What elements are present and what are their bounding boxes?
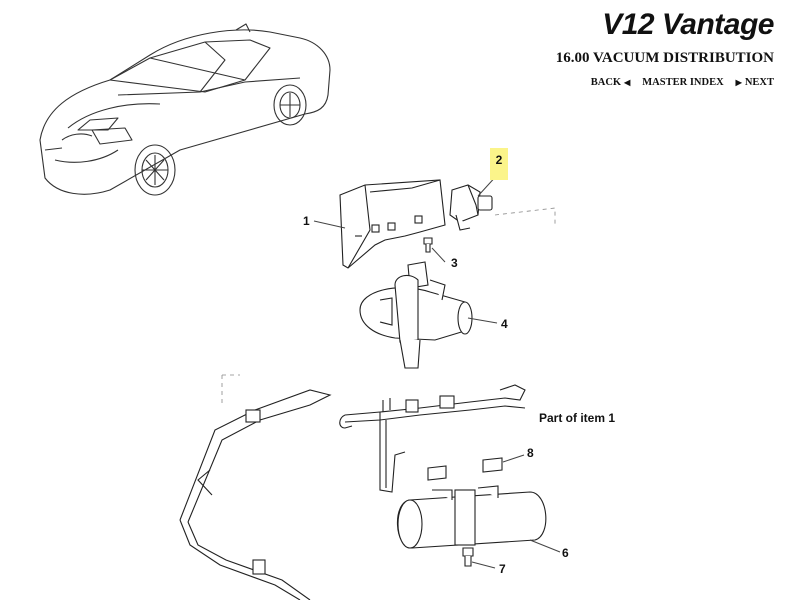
- back-link[interactable]: BACK ◀: [591, 77, 631, 88]
- screw-part: [423, 237, 433, 253]
- page-title: 16.00 VACUUM DISTRIBUTION: [555, 50, 774, 66]
- back-label: BACK: [590, 77, 622, 88]
- master-index-label: MASTER INDEX: [642, 77, 724, 88]
- next-label: NEXT: [744, 77, 774, 88]
- callout-3[interactable]: 3: [451, 256, 458, 270]
- triangle-right-icon: ▶: [735, 78, 742, 87]
- vacuum-reservoir-part: [396, 485, 547, 549]
- car-illustration: [39, 23, 331, 196]
- bracket-part: [339, 179, 446, 269]
- callout-6[interactable]: 6: [562, 546, 569, 560]
- guide-lines: [221, 207, 556, 405]
- triangle-left-icon: ◀: [624, 78, 631, 87]
- next-link[interactable]: ▶ NEXT: [736, 77, 774, 88]
- bolt-part: [462, 547, 474, 567]
- mounting-clips-part: [427, 457, 503, 481]
- vacuum-pump-part: [359, 261, 473, 369]
- page-navigation: BACK ◀ MASTER INDEX ▶ NEXT: [591, 77, 774, 88]
- solenoid-valve-part: [449, 184, 493, 231]
- master-index-link[interactable]: MASTER INDEX: [642, 77, 723, 88]
- callout-part-of-item-1[interactable]: Part of item 1: [539, 411, 616, 425]
- vacuum-hoses: [179, 384, 526, 600]
- callout-2[interactable]: 2: [490, 148, 508, 180]
- callout-7[interactable]: 7: [499, 562, 506, 576]
- hose-clips: [245, 395, 455, 575]
- model-brand-logo: V12 Vantage: [602, 8, 774, 41]
- callout-8[interactable]: 8: [527, 446, 534, 460]
- callout-4[interactable]: 4: [501, 317, 508, 331]
- callout-1[interactable]: 1: [303, 214, 310, 228]
